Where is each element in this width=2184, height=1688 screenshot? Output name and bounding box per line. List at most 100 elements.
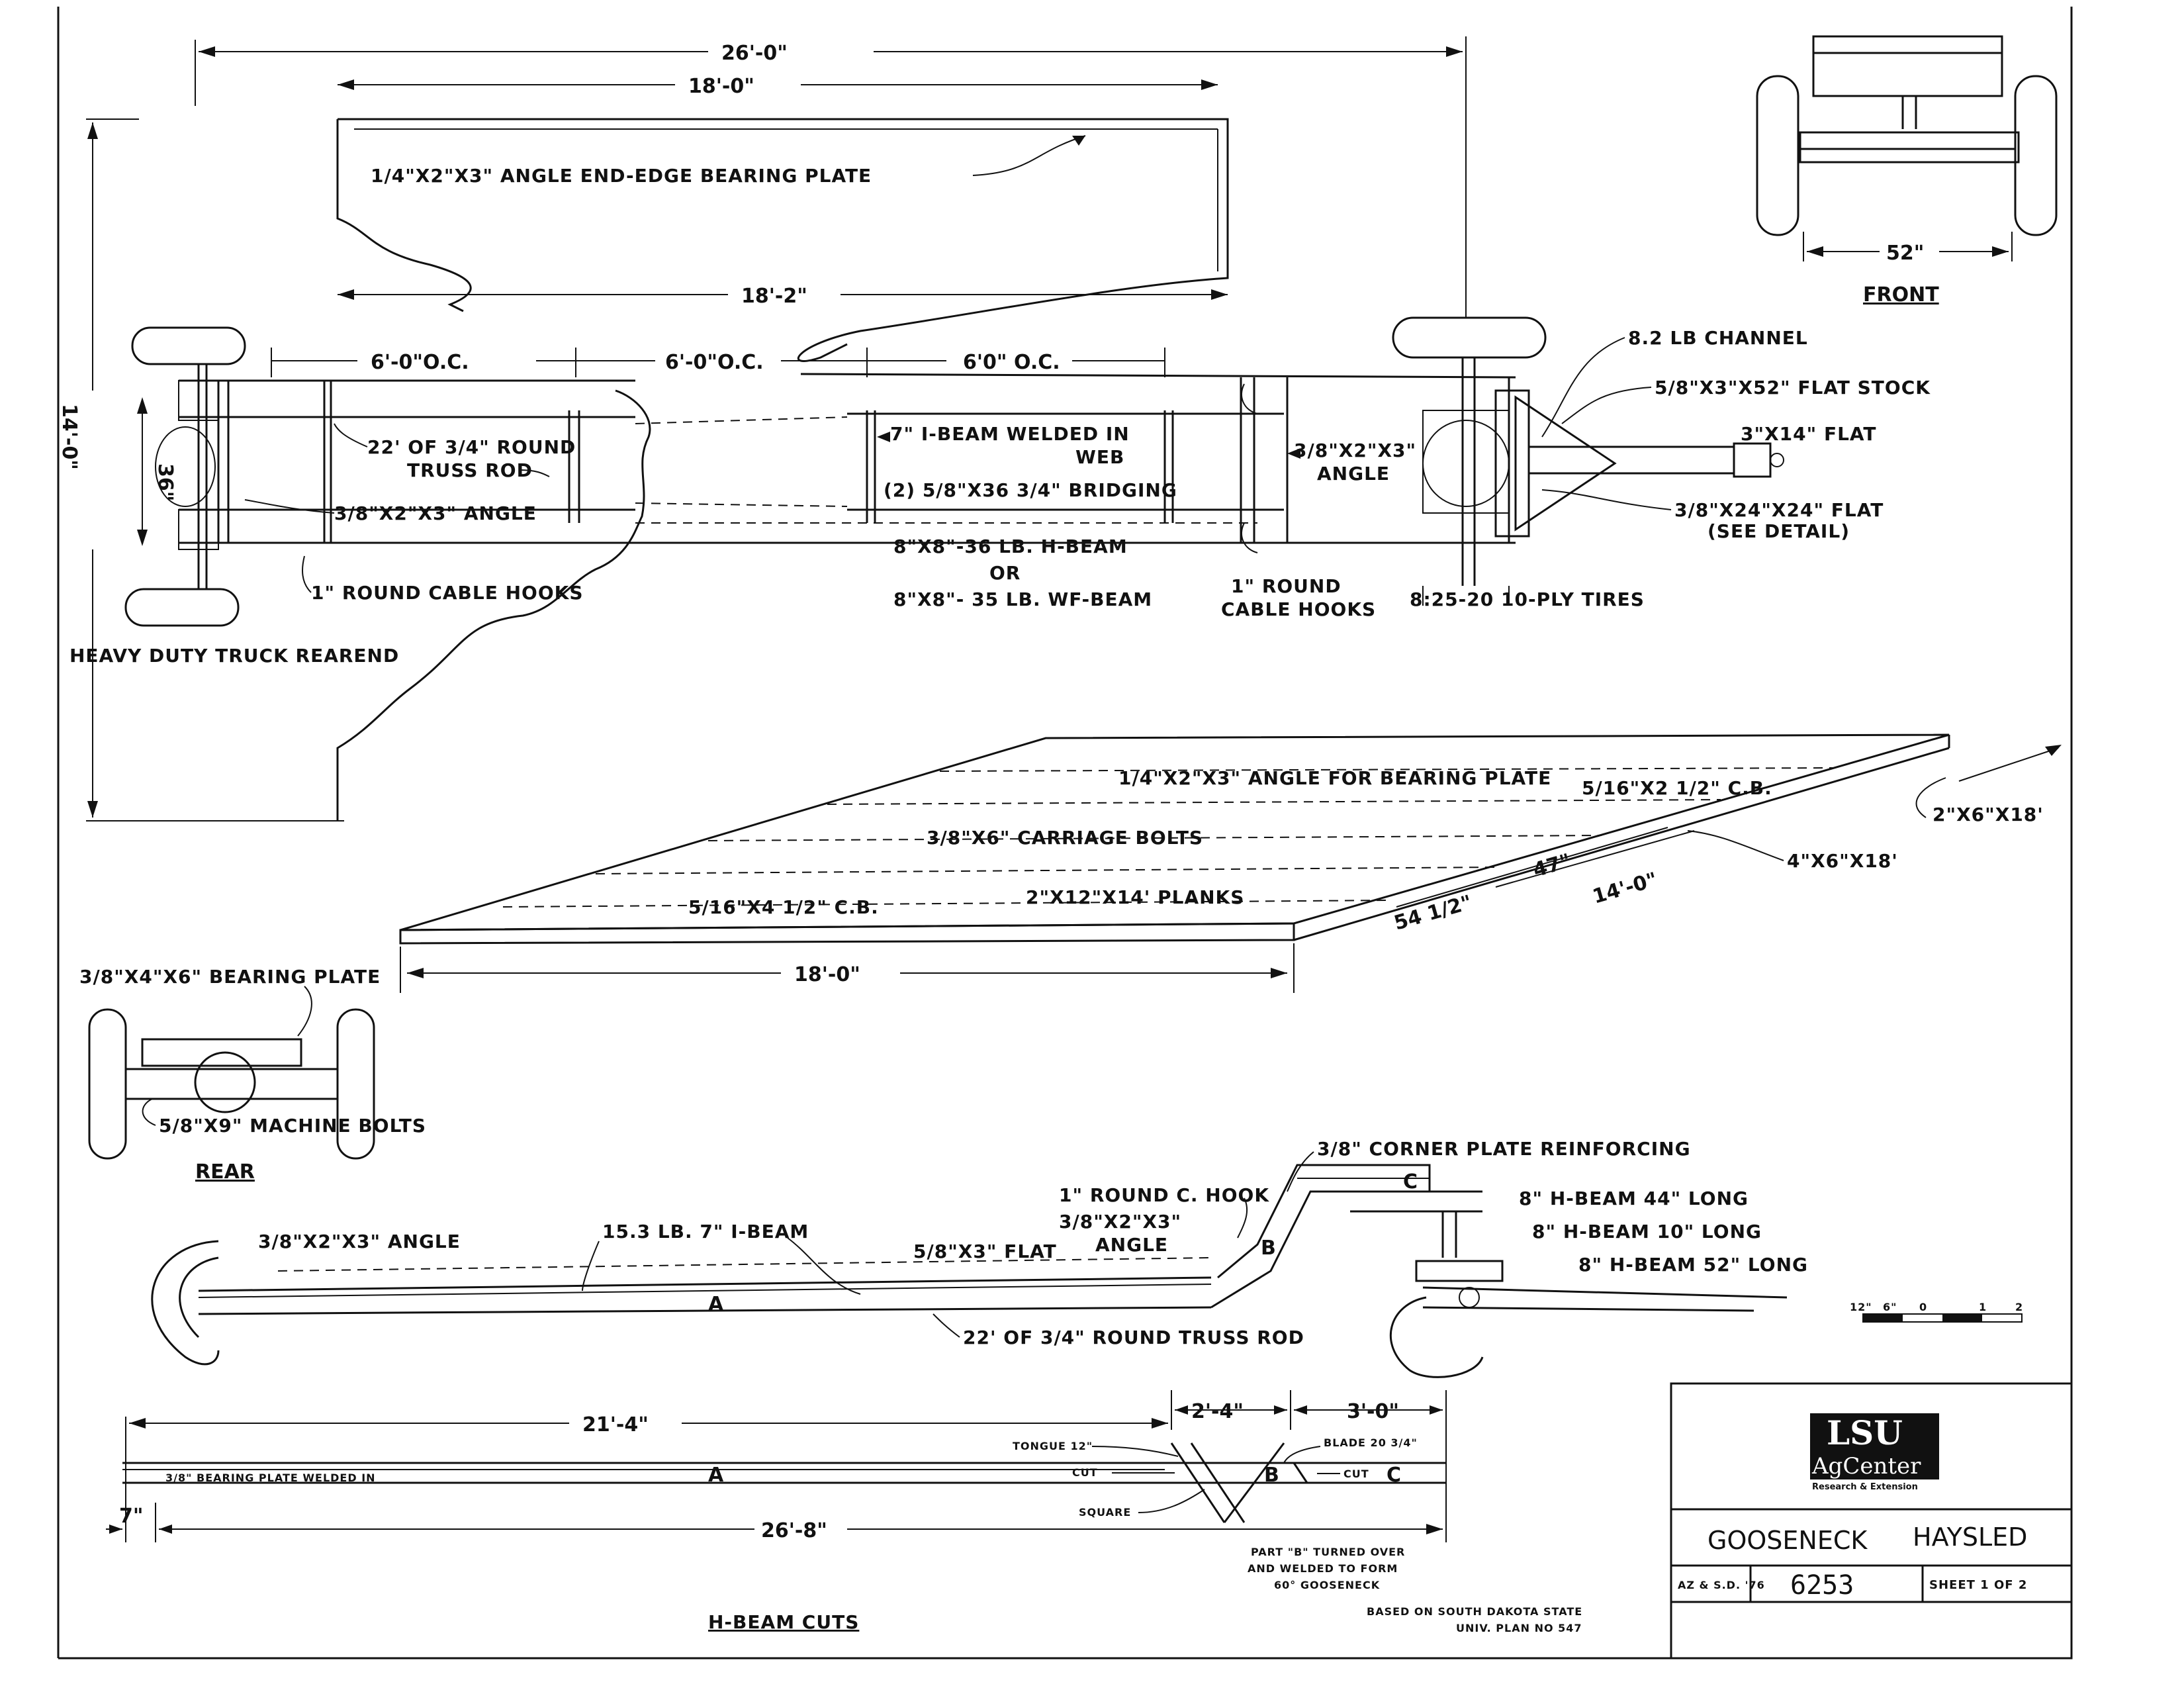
label-angle-a: 3/8"X2"X3" ANGLE — [334, 502, 537, 524]
title-sheet: SHEET 1 OF 2 — [1929, 1578, 2027, 1592]
label-cuts-note-1: PART "B" TURNED OVER — [1251, 1546, 1405, 1558]
label-side-angle-b-2: ANGLE — [1095, 1234, 1168, 1256]
label-side-hbeam-10: 8" H-BEAM 10" LONG — [1532, 1221, 1762, 1243]
rear-view-tire-left — [88, 1008, 127, 1160]
label-flat-stock: 5/8"X3"X52" FLAT STOCK — [1655, 377, 1931, 399]
label-angle-b-1: 3/8"X2"X3" — [1294, 440, 1416, 461]
label-cuts-cut-left: CUT — [1072, 1466, 1098, 1479]
front-view-tire-left — [1756, 75, 1799, 236]
dim-overall-length: 26'-0" — [721, 42, 788, 65]
side-view: 3/8"X2"X3" ANGLE 15.3 LB. 7" I-BEAM 5/8"… — [151, 1138, 1808, 1378]
lsu-agcenter-logo: LSU AgCenter Research & Extension — [1810, 1413, 1939, 1492]
dim-cuts-2-4: 2'-4" — [1191, 1400, 1244, 1423]
deck-cutaway-bottom — [336, 389, 651, 821]
dim-width-14: 14'-0" — [58, 404, 81, 470]
label-cuts-cut-right: CUT — [1343, 1468, 1369, 1480]
label-side-hbeam-52: 8" H-BEAM 52" LONG — [1578, 1254, 1808, 1276]
label-rear: REAR — [195, 1160, 255, 1184]
dim-cuts-7: 7" — [119, 1505, 144, 1528]
dim-deck-length-top: 18'-0" — [688, 75, 754, 98]
front-tire-top — [1392, 316, 1547, 359]
dim-oc-1: 6'-0"O.C. — [371, 351, 469, 374]
label-front: FRONT — [1863, 283, 1939, 306]
dim-axle-36: 36" — [154, 463, 177, 501]
label-tires: 8:25-20 10-PLY TIRES — [1410, 588, 1645, 610]
source-note-line1: BASED ON SOUTH DAKOTA STATE — [1367, 1605, 1582, 1618]
title-ref: AZ & S.D. '76 — [1678, 1579, 1765, 1591]
dim-cuts-3-0: 3'-0" — [1347, 1400, 1399, 1423]
label-side-part-c: C — [1403, 1170, 1418, 1194]
label-cuts-part-b: B — [1264, 1464, 1279, 1487]
rear-tire-top — [131, 326, 246, 365]
dim-deck-14: 14'-0" — [1590, 868, 1661, 909]
dim-front-52: 52" — [1886, 242, 1924, 265]
deck-view: 1/4"X2"X3" ANGLE FOR BEARING PLATE 3/8"X… — [399, 733, 2062, 993]
label-side-corner-plate: 3/8" CORNER PLATE REINFORCING — [1317, 1138, 1691, 1160]
label-hbeam-or: OR — [989, 562, 1021, 584]
scale-tick-2: 2 — [2015, 1301, 2023, 1313]
dim-cuts-21-4: 21'-4" — [582, 1413, 649, 1436]
logo-research: Research & Extension — [1812, 1482, 1918, 1492]
label-hbeam-2: 8"X8"- 35 LB. WF-BEAM — [893, 588, 1152, 610]
label-cable-hooks-rear: 1" ROUND CABLE HOOKS — [311, 582, 584, 604]
label-hbeam-1: 8"X8"-36 LB. H-BEAM — [893, 536, 1128, 557]
label-side-hook: 1" ROUND C. HOOK — [1059, 1184, 1269, 1206]
label-deck-sill-a: 2"X6"X18' — [1933, 804, 2044, 825]
label-cuts-part-a: A — [708, 1464, 724, 1487]
logo-lsu: LSU — [1827, 1413, 1903, 1452]
label-cuts-tongue: TONGUE 12" — [1013, 1440, 1093, 1452]
dim-cuts-26-8: 26'-8" — [761, 1519, 827, 1542]
label-ibeam-1: 7" I-BEAM WELDED IN — [890, 423, 1130, 445]
cuts-view: 21'-4" 2'-4" 3'-0" 3/8" BEARING PLATE WE… — [106, 1390, 1447, 1633]
label-flat-24-2: (SEE DETAIL) — [1707, 520, 1850, 542]
label-ibeam-2: WEB — [1075, 446, 1124, 468]
source-note: BASED ON SOUTH DAKOTA STATE UNIV. PLAN N… — [1367, 1605, 1582, 1634]
dim-deck-54: 54 1/2" — [1392, 891, 1475, 935]
label-side-hbeam-44: 8" H-BEAM 44" LONG — [1519, 1188, 1749, 1209]
label-angle-end-edge: 1/4"X2"X3" ANGLE END-EDGE BEARING PLATE — [371, 165, 872, 187]
scale-tick-1: 1 — [1979, 1301, 1987, 1313]
label-side-angle-b-1: 3/8"X2"X3" — [1059, 1211, 1181, 1233]
label-cuts-plate-note: 3/8" BEARING PLATE WELDED IN — [165, 1472, 376, 1484]
title-plan-number: 6253 — [1790, 1570, 1854, 1601]
deck-cutaway-top — [336, 118, 1229, 362]
label-cable-hooks-front-1: 1" ROUND — [1231, 575, 1342, 597]
front-view-tire-right — [2014, 75, 2058, 236]
label-side-ibeam: 15.3 LB. 7" I-BEAM — [602, 1221, 809, 1243]
label-side-truss-rod: 22' OF 3/4" ROUND TRUSS ROD — [963, 1327, 1304, 1348]
scale-bar: 12" 6" 0 1 2 — [1850, 1301, 2023, 1323]
rear-tire-bottom — [124, 588, 240, 627]
dim-deck-18: 18'-0" — [794, 963, 860, 986]
label-channel: 8.2 LB CHANNEL — [1628, 327, 1808, 349]
label-cuts-part-c: C — [1387, 1464, 1401, 1487]
label-truss-rod-2: TRUSS ROD — [407, 459, 533, 481]
dim-deck-length-mid: 18'-2" — [741, 285, 807, 308]
scale-tick-12: 12" — [1850, 1301, 1872, 1313]
dim-oc-3: 6'0" O.C. — [963, 351, 1060, 374]
label-rearend: HEAVY DUTY TRUCK REAREND — [69, 645, 399, 667]
source-note-line2: UNIV. PLAN NO 547 — [1456, 1622, 1582, 1634]
label-rear-bolts: 5/8"X9" MACHINE BOLTS — [159, 1115, 426, 1137]
plan-view: 26'-0" 18'-0" 1/4"X2"X3" ANGLE END-EDGE … — [58, 36, 1931, 821]
label-bridging: (2) 5/8"X36 3/4" BRIDGING — [884, 479, 1177, 501]
label-cuts-note-3: 60° GOOSENECK — [1274, 1579, 1380, 1591]
label-flat-24-1: 3/8"X24"X24" FLAT — [1674, 499, 1884, 521]
label-truss-rod-1: 22' OF 3/4" ROUND — [367, 436, 576, 458]
label-side-flat: 5/8"X3" FLAT — [913, 1241, 1057, 1262]
label-side-part-b: B — [1261, 1237, 1276, 1260]
label-cuts-note-2: AND WELDED TO FORM — [1248, 1562, 1398, 1575]
label-deck-bearing-plate: 1/4"X2"X3" ANGLE FOR BEARING PLATE — [1118, 767, 1551, 789]
label-flat-3x14: 3"X14" FLAT — [1741, 423, 1877, 445]
label-angle-b-2: ANGLE — [1317, 463, 1390, 485]
rear-view-tire-right — [336, 1008, 375, 1160]
label-rear-bearing-plate: 3/8"X4"X6" BEARING PLATE — [79, 966, 381, 988]
label-cuts-blade: BLADE 20 3/4" — [1324, 1436, 1418, 1449]
scale-tick-6: 6" — [1883, 1301, 1897, 1313]
rear-view: 3/8"X4"X6" BEARING PLATE 5/8"X9" MACHINE… — [79, 966, 426, 1184]
dim-oc-2: 6'-0"O.C. — [665, 351, 764, 374]
label-cuts-title: H-BEAM CUTS — [708, 1611, 859, 1633]
logo-agcenter: AgCenter — [1811, 1453, 1921, 1479]
label-side-angle: 3/8"X2"X3" ANGLE — [258, 1231, 461, 1252]
title-haysled: HAYSLED — [1913, 1523, 2027, 1552]
